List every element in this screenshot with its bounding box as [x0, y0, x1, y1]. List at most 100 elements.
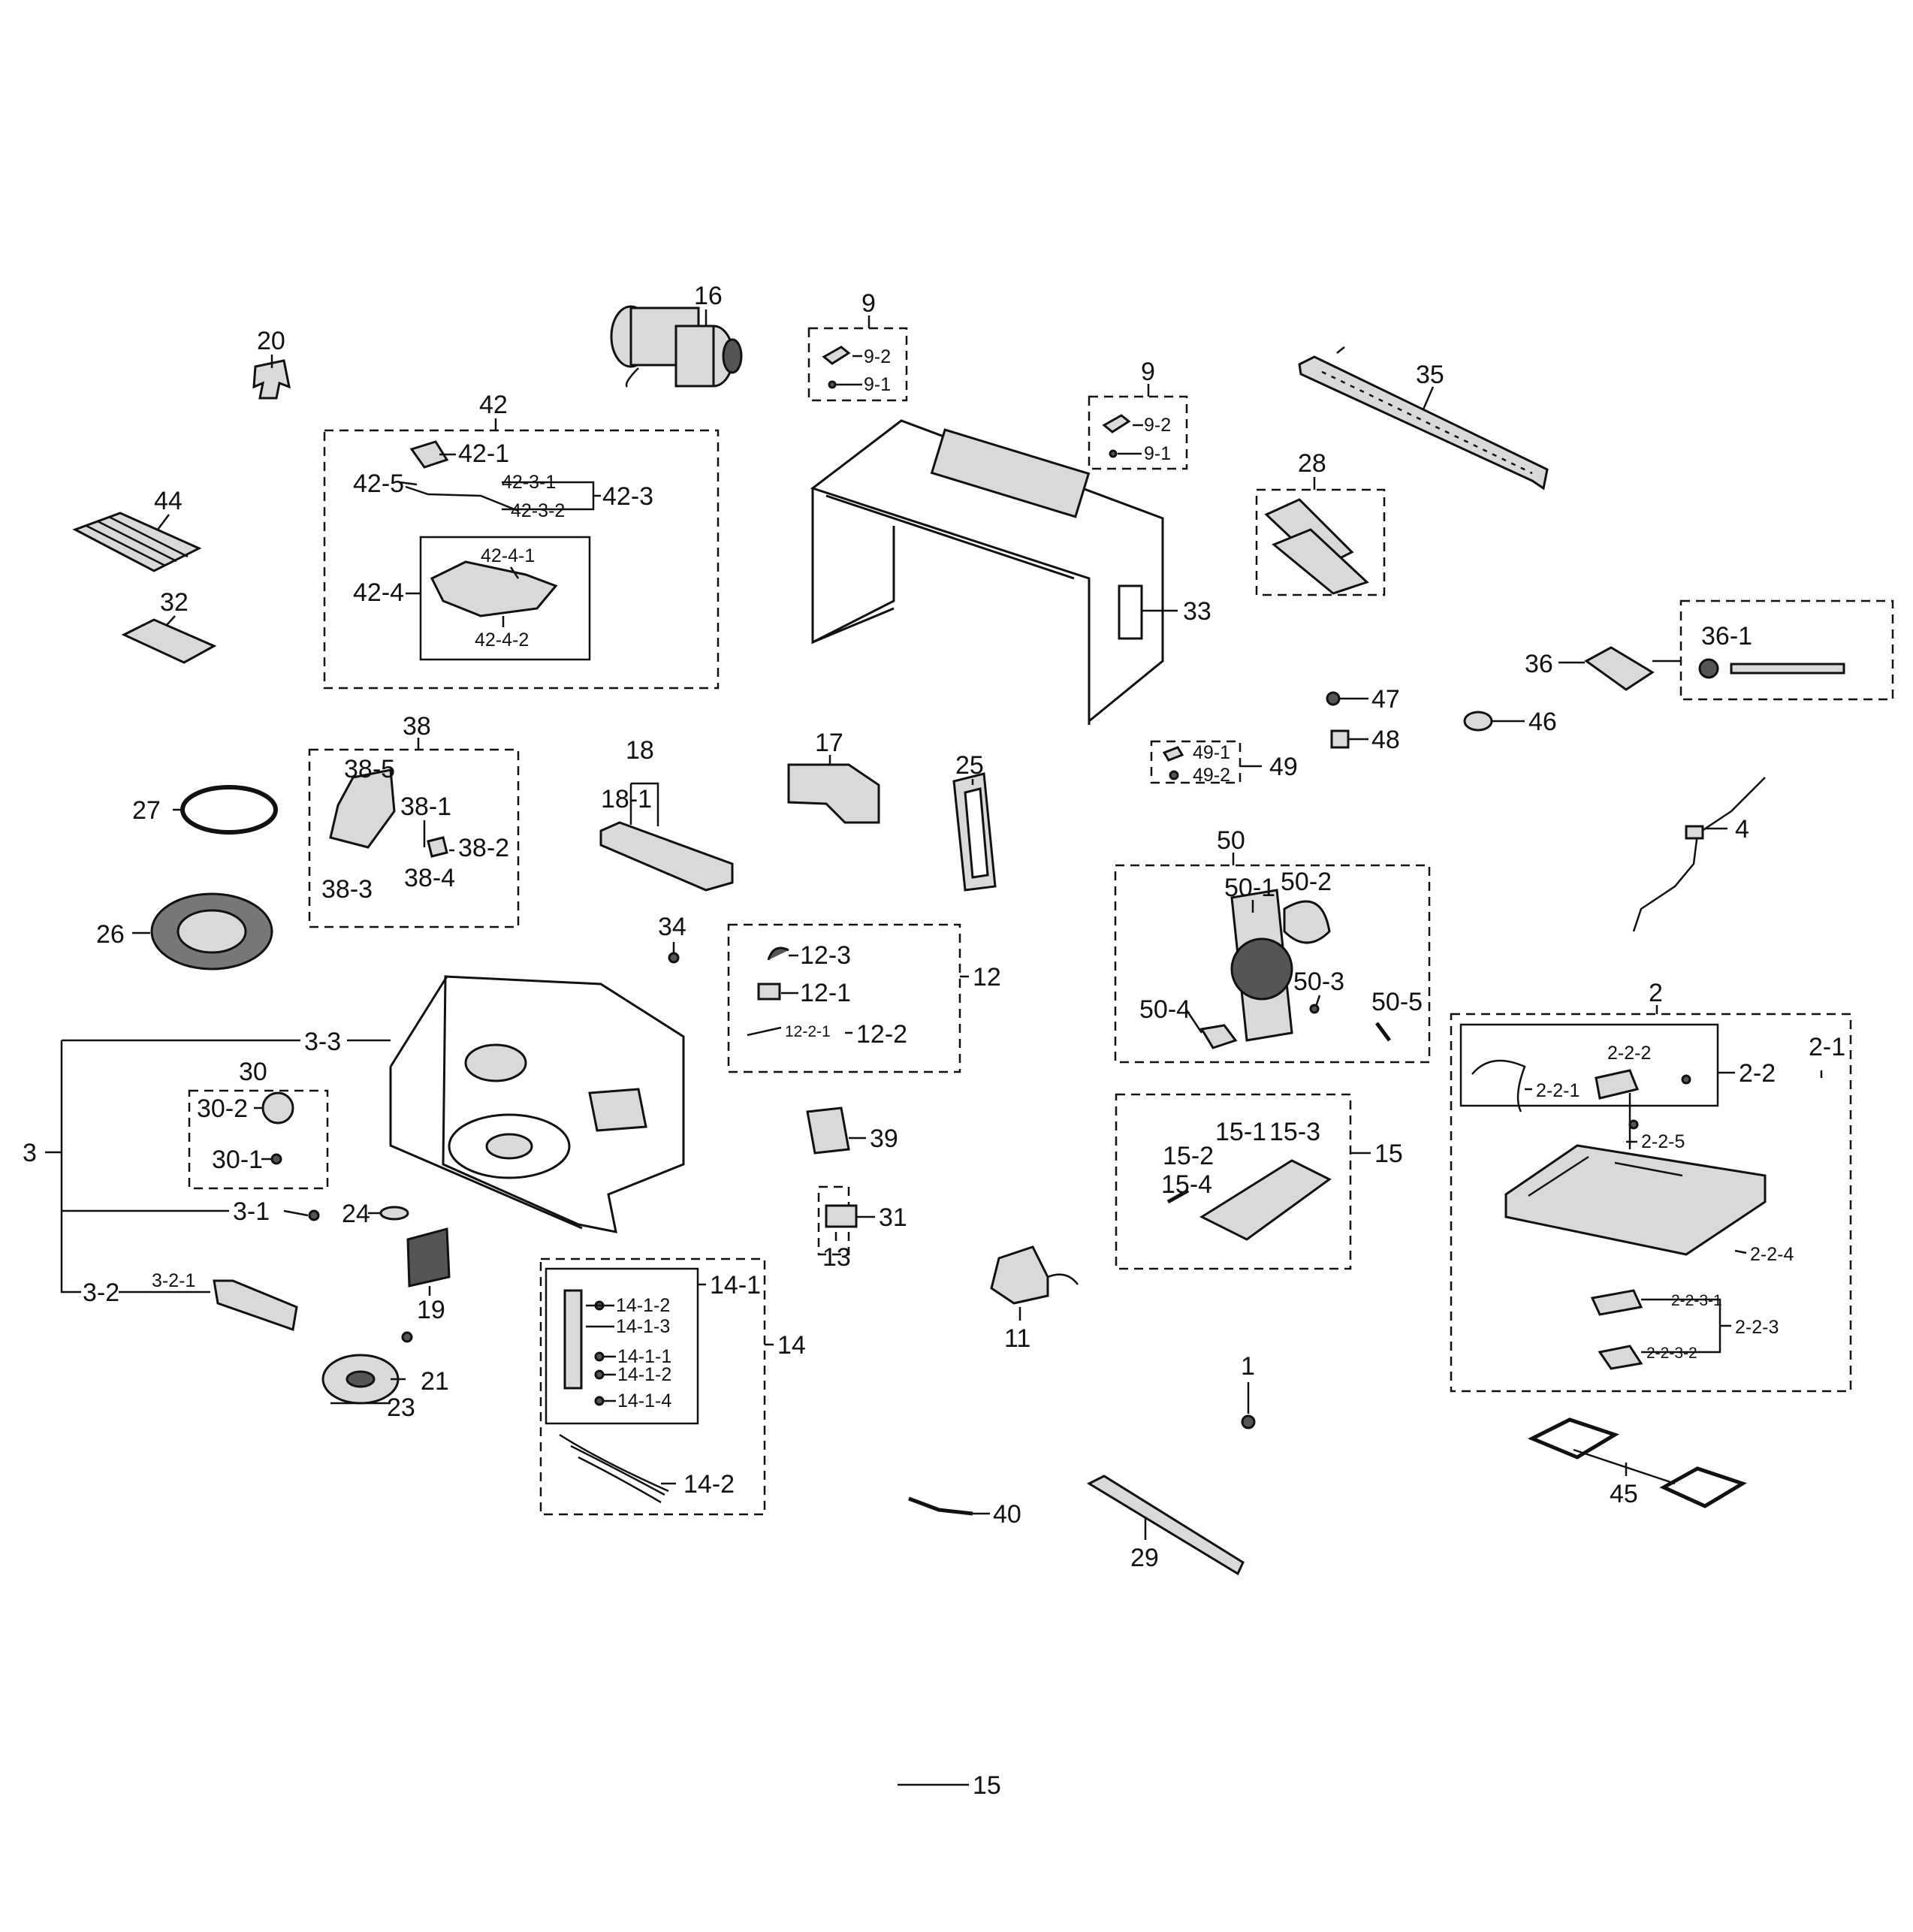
group-box-9b [1088, 395, 1188, 470]
label-42-5: 42-5 [353, 469, 404, 498]
label-23: 23 [387, 1393, 415, 1422]
part-shapes [72, 305, 1845, 1576]
label-42-4: 42-4 [353, 578, 404, 607]
label-12: 12 [973, 963, 1001, 992]
group-box-38 [308, 748, 520, 928]
bracket-part-17 [787, 763, 880, 824]
transformer-part-11 [990, 1245, 1079, 1305]
label-42-4-2: 42-4-2 [475, 629, 529, 651]
label-25: 25 [955, 751, 984, 780]
label-42-3-1: 42-3-1 [502, 472, 556, 493]
label-49-2: 49-2 [1193, 765, 1230, 786]
label-2-2-1: 2-2-1 [1536, 1080, 1580, 1101]
label-35: 35 [1416, 361, 1444, 389]
knob-part-46 [1463, 711, 1493, 732]
screw-part-34 [668, 952, 680, 964]
label-3-1: 3-1 [233, 1197, 270, 1226]
label-21: 21 [421, 1367, 449, 1396]
grille-part-44 [72, 512, 202, 572]
nut-part-48 [1330, 729, 1350, 749]
tray-part-42-4 [430, 560, 558, 617]
group-box-9a [807, 327, 908, 402]
clip-part-9a [822, 346, 851, 365]
label-36: 36 [1525, 650, 1553, 678]
group-box-36-1 [1679, 599, 1894, 701]
label-33: 33 [1183, 597, 1211, 626]
group-box-42 [323, 429, 720, 690]
rail-part-18 [599, 821, 734, 892]
label-32: 32 [160, 588, 189, 617]
label-12-1: 12-1 [800, 979, 851, 1007]
label-24: 24 [342, 1200, 370, 1228]
coupler-part-30 [261, 1091, 294, 1124]
group-box-2-2 [1459, 1023, 1719, 1107]
switch-bracket-part-14-1 [563, 1289, 583, 1390]
label-38-2: 38-2 [458, 834, 509, 862]
label-50-1: 50-1 [1224, 874, 1275, 902]
clip-part-9b [1102, 414, 1131, 433]
label-44: 44 [154, 487, 183, 515]
label-11: 11 [1004, 1324, 1030, 1353]
label-9b: 9 [1141, 358, 1155, 386]
label-9-1b: 9-1 [1144, 443, 1171, 464]
label-26: 26 [96, 920, 125, 949]
label-42: 42 [479, 391, 508, 419]
wire-part-40 [908, 1496, 973, 1516]
label-15-4: 15-4 [1161, 1170, 1212, 1199]
label-2: 2 [1649, 979, 1663, 1007]
label-38: 38 [403, 712, 431, 741]
label-15: 15 [1374, 1140, 1403, 1168]
label-49-1: 49-1 [1193, 742, 1230, 763]
group-box-14 [539, 1257, 766, 1516]
label-14-2: 14-2 [683, 1470, 735, 1499]
label-34: 34 [658, 913, 686, 941]
power-cord-part-4 [1632, 777, 1766, 932]
label-12-2: 12-2 [856, 1020, 907, 1049]
footer-label: 15 [973, 1771, 1001, 1800]
label-47: 47 [1371, 685, 1400, 714]
blower-motor-part [610, 305, 743, 388]
roller-ring-part-27 [180, 785, 278, 835]
cover-part-36 [1584, 646, 1655, 691]
group-box-28 [1255, 488, 1386, 596]
label-2-2-3-1: 2-2-3-1 [1671, 1292, 1722, 1309]
label-2-2-3: 2-2-3 [1735, 1317, 1779, 1338]
duct-part-28 [1264, 498, 1369, 595]
label-18-1: 18-1 [601, 785, 652, 814]
label-2-2: 2-2 [1739, 1059, 1776, 1088]
label-14-1-3: 14-1-3 [616, 1316, 670, 1337]
label-28: 28 [1298, 449, 1326, 478]
label-29: 29 [1130, 1544, 1159, 1572]
label-36-1: 36-1 [1701, 622, 1752, 651]
frame-part-25 [952, 772, 997, 892]
label-50-4: 50-4 [1139, 995, 1190, 1024]
filter-part-45b [1659, 1466, 1747, 1508]
label-2-2-5: 2-2-5 [1641, 1131, 1685, 1152]
panel-part-19 [406, 1227, 451, 1287]
group-box-30 [188, 1089, 329, 1190]
fan-motor-part-50 [1199, 889, 1392, 1049]
label-42-1: 42-1 [458, 439, 509, 468]
filter-part-32 [121, 618, 217, 664]
label-14-1-1: 14-1-1 [617, 1346, 671, 1367]
label-9-2a: 9-2 [864, 346, 891, 367]
label-19: 19 [417, 1296, 445, 1324]
harness-part-14-2 [559, 1433, 669, 1504]
label-3-3: 3-3 [304, 1028, 341, 1056]
vent-panel-part-2-2-4 [1504, 1144, 1767, 1256]
label-15-3: 15-3 [1269, 1118, 1320, 1146]
label-9-1a: 9-1 [864, 374, 891, 395]
label-31: 31 [879, 1203, 907, 1232]
group-box-42-4 [419, 536, 591, 661]
label-13: 13 [822, 1243, 851, 1272]
label-1: 1 [1241, 1352, 1255, 1381]
label-45: 45 [1610, 1480, 1638, 1508]
rail-part-29 [1086, 1475, 1245, 1576]
top-plate-part-35 [1298, 346, 1549, 491]
label-12-3: 12-3 [800, 941, 851, 970]
label-2-2-2: 2-2-2 [1607, 1043, 1651, 1064]
group-box-2 [1450, 1013, 1852, 1393]
part-labels: 16 20 9 9-2 9-1 9 9-2 9-1 35 42 42-1 42-… [23, 282, 1845, 1800]
group-box-14-1 [545, 1267, 699, 1425]
label-42-3: 42-3 [602, 482, 653, 511]
